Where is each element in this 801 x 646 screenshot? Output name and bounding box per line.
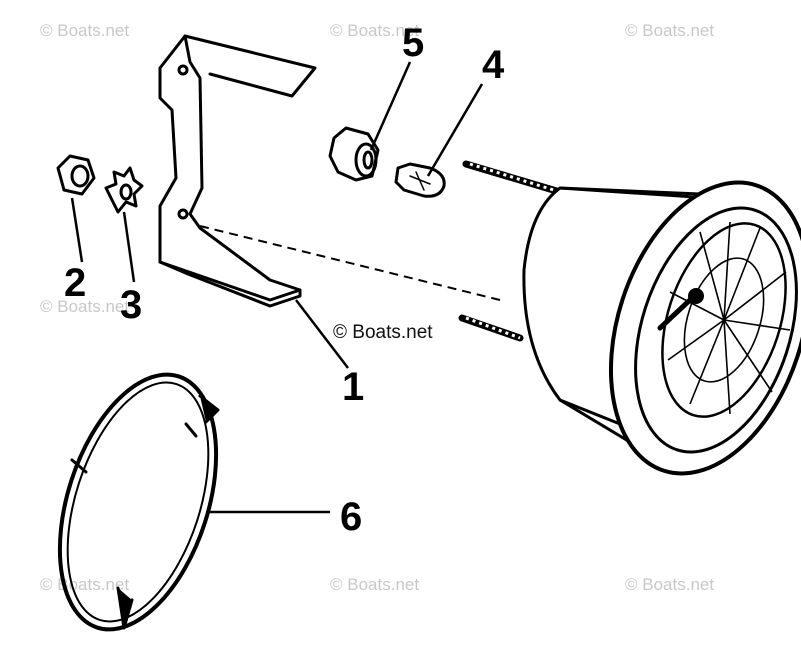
leader-2 xyxy=(70,197,84,263)
bulb xyxy=(394,162,446,198)
bulb-socket xyxy=(328,126,380,182)
hex-nut xyxy=(56,154,96,196)
leader-3 xyxy=(122,211,136,283)
assembly-line xyxy=(199,225,501,301)
watermark-top-left: © Boats.net xyxy=(40,21,129,40)
leader-1 xyxy=(295,299,349,369)
watermark-top-right: © Boats.net xyxy=(625,21,714,40)
leader-5 xyxy=(369,61,412,151)
callout-5: 5 xyxy=(402,21,424,65)
callout-4: 4 xyxy=(482,43,505,87)
corner-watermarks: © Boats.net © Boats.net © Boats.net © Bo… xyxy=(40,21,714,594)
center-watermark: © Boats.net xyxy=(333,322,433,343)
watermark-bottom-right: © Boats.net xyxy=(625,575,714,594)
mounting-bracket xyxy=(158,34,317,308)
retaining-ring xyxy=(57,372,220,632)
watermark-mid-left: © Boats.net xyxy=(40,297,129,316)
callout-1: 1 xyxy=(342,365,364,409)
gauge-housing xyxy=(458,160,801,476)
callout-2: 2 xyxy=(64,261,86,305)
watermark-bottom-middle: © Boats.net xyxy=(330,575,419,594)
callout-labels: 5 4 2 3 1 6 xyxy=(64,21,505,539)
watermark-top-middle: © Boats.net xyxy=(330,21,419,40)
leader-4 xyxy=(426,83,484,177)
callout-6: 6 xyxy=(340,495,362,539)
callout-3: 3 xyxy=(120,283,142,327)
leader-lines xyxy=(70,61,484,514)
lock-washer xyxy=(104,166,144,214)
watermark-bottom-left: © Boats.net xyxy=(40,575,129,594)
